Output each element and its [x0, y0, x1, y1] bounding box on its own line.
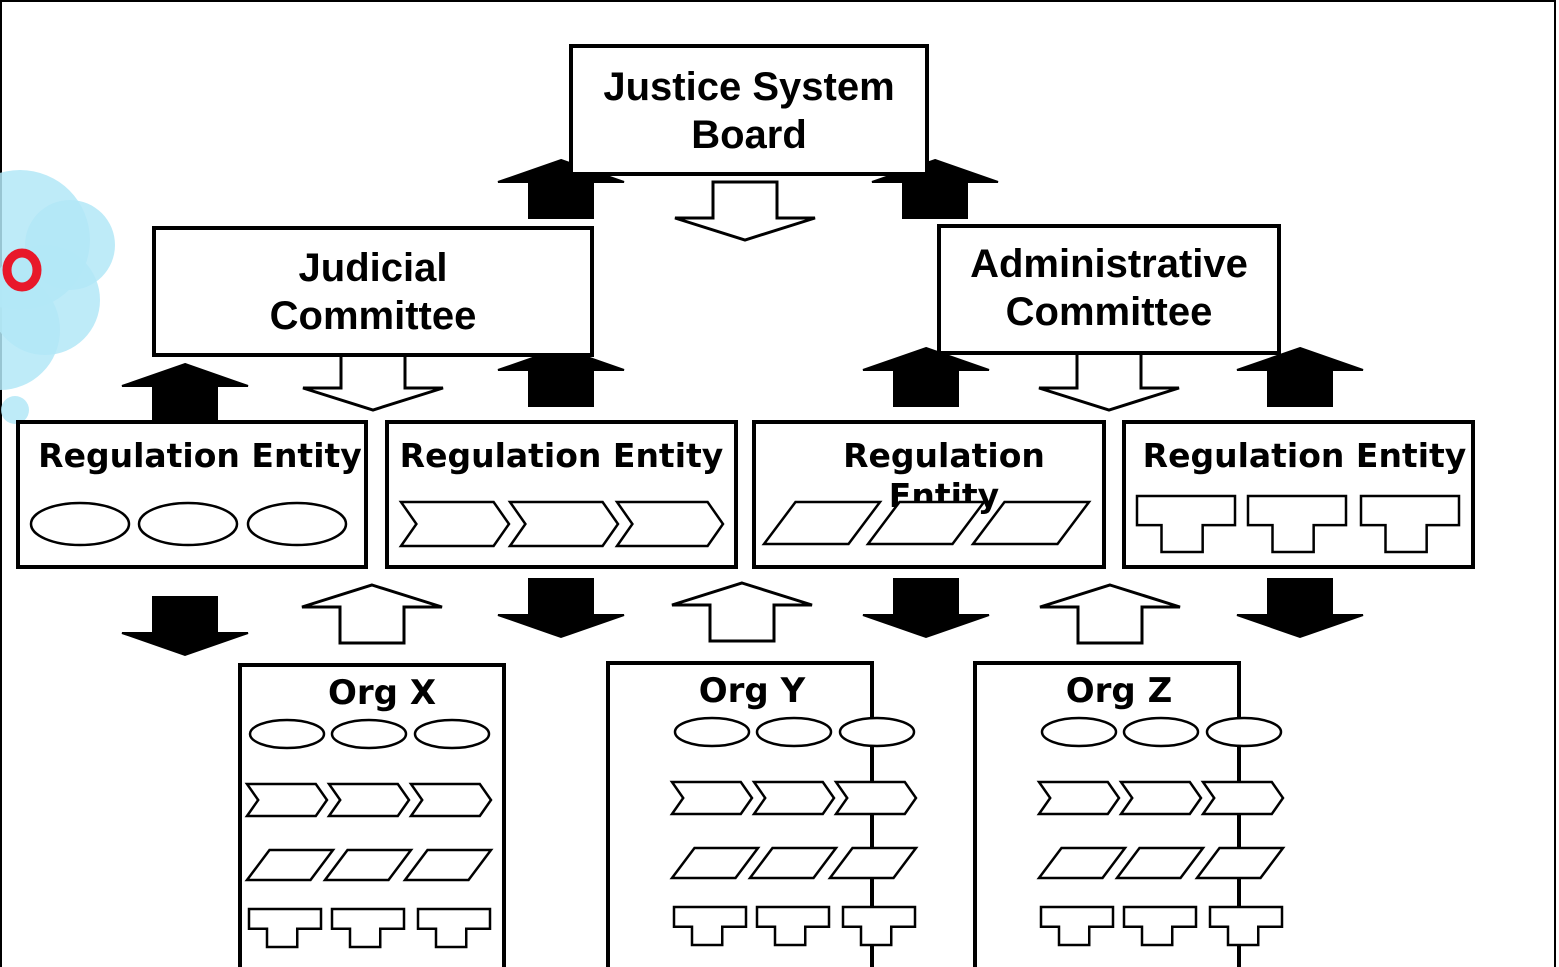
parallelogram-shape — [761, 500, 883, 546]
ellipse-shape — [248, 718, 326, 750]
parallelogram-shape — [747, 846, 839, 880]
parallelogram-shape — [827, 846, 919, 880]
ellipse-shape — [673, 716, 751, 748]
arrow-down-entity3-to-orgs — [862, 578, 990, 639]
arrow-up-orgs-to-entity — [1039, 583, 1181, 645]
administrative-committee-label: Administrative Committee — [970, 242, 1248, 334]
ellipse-shape — [838, 716, 916, 748]
chevron-shape — [244, 782, 329, 818]
arrow-down-judicial-to-entities — [302, 350, 444, 412]
chevron-shape — [398, 500, 511, 548]
chevron-shape — [507, 500, 620, 548]
ellipse-shape — [1122, 716, 1200, 748]
chevron-shape — [408, 782, 493, 818]
parallelogram-shape — [669, 846, 761, 880]
ellipse-shape — [1040, 716, 1118, 748]
justice-system-board-label: Justice System Board — [603, 65, 895, 157]
t-shape — [1359, 494, 1461, 554]
t-shape — [416, 907, 492, 949]
chevron-shape — [751, 780, 836, 816]
chevron-shape — [1118, 780, 1203, 816]
regulation-entity-3-label: Regulation Entity — [843, 436, 1045, 515]
regulation-entity-4-label: Regulation Entity — [1142, 436, 1467, 475]
org-z-label: Org Z — [1065, 671, 1173, 711]
justice-system-board-box: Justice System Board — [569, 44, 929, 176]
org-x-label: Org X — [327, 673, 437, 713]
ellipse-shape — [330, 718, 408, 750]
t-shape — [672, 905, 748, 947]
ellipse-shape — [246, 501, 348, 547]
ring-icon — [2, 248, 42, 292]
arrow-down-admin-to-entities — [1038, 350, 1180, 412]
parallelogram-shape — [244, 848, 336, 882]
judicial-committee-box: Judicial Committee — [152, 226, 594, 357]
ellipse-shape — [413, 718, 491, 750]
parallelogram-shape — [970, 500, 1092, 546]
ellipse-shape — [137, 501, 239, 547]
t-shape — [1208, 905, 1284, 947]
parallelogram-shape — [1036, 846, 1128, 880]
arrow-up-entity3-to-admin — [862, 346, 990, 407]
administrative-committee-box: Administrative Committee — [937, 224, 1281, 355]
ellipse-shape — [755, 716, 833, 748]
chevron-shape — [326, 782, 411, 818]
parallelogram-shape — [1114, 846, 1206, 880]
cloud-puff — [0, 270, 60, 390]
arrow-up-entity2-to-judicial — [497, 346, 625, 407]
arrow-up-orgs-to-entity — [671, 581, 813, 643]
judicial-committee-label: Judicial Committee — [269, 246, 477, 338]
org-y-label: Org Y — [698, 671, 806, 711]
parallelogram-shape — [402, 848, 494, 882]
t-shape — [755, 905, 831, 947]
cloud-puff — [1, 396, 29, 424]
arrow-down-entity1-to-orgs — [121, 596, 249, 657]
arrow-up-entity4-to-admin — [1236, 346, 1364, 407]
t-shape — [841, 905, 917, 947]
t-shape — [330, 907, 406, 949]
ellipse-shape — [29, 501, 131, 547]
parallelogram-shape — [865, 500, 987, 546]
arrow-down-board-to-committees — [674, 180, 816, 242]
t-shape — [247, 907, 323, 949]
parallelogram-shape — [1194, 846, 1286, 880]
regulation-entity-1-label: Regulation Entity — [38, 436, 362, 475]
chevron-shape — [1200, 780, 1285, 816]
arrow-down-entity2-to-orgs — [497, 578, 625, 639]
arrow-up-orgs-to-entity — [301, 583, 443, 645]
regulation-entity-2-label: Regulation Entity — [399, 436, 724, 475]
chevron-shape — [833, 780, 918, 816]
t-shape — [1122, 905, 1198, 947]
parallelogram-shape — [322, 848, 414, 882]
chevron-shape — [614, 500, 725, 548]
chevron-shape — [1036, 780, 1121, 816]
t-shape — [1135, 494, 1237, 554]
t-shape — [1039, 905, 1115, 947]
t-shape — [1246, 494, 1348, 554]
arrow-down-entity4-to-orgs — [1236, 578, 1364, 639]
ellipse-shape — [1205, 716, 1283, 748]
chevron-shape — [669, 780, 754, 816]
